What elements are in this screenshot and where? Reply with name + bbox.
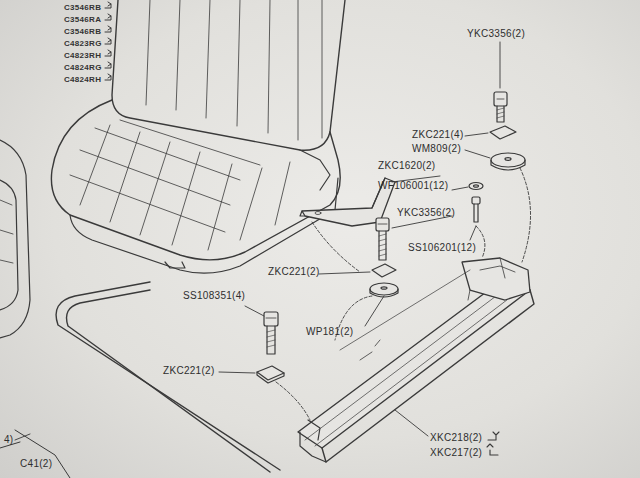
- part-number: XKC217(2): [430, 447, 482, 459]
- part-number: SS106201(12): [408, 242, 476, 254]
- part-number: C41(2): [20, 458, 52, 470]
- part-code: C4823RG: [64, 39, 102, 49]
- part-number: ZKC1620(2): [378, 160, 435, 172]
- part-number: WP181(2): [306, 326, 353, 338]
- part-number: ZKC221(4): [412, 129, 464, 141]
- part-code: C3546RA: [64, 15, 101, 25]
- part-number: SS108351(4): [183, 290, 245, 302]
- part-number: 4): [4, 434, 14, 446]
- part-code: C4824RH: [64, 75, 101, 85]
- part-number: WM809(2): [412, 143, 461, 155]
- part-code: C3546RB: [64, 3, 101, 13]
- part-code: C4824RG: [64, 63, 102, 73]
- part-number: YKC3356(2): [397, 207, 455, 219]
- part-code: C4823RH: [64, 51, 101, 61]
- part-number: ZKC221(2): [268, 266, 320, 278]
- part-number: WF106001(12): [378, 180, 448, 192]
- part-number: ZKC221(2): [163, 365, 215, 377]
- part-code: C3546RB: [64, 27, 101, 37]
- part-number: XKC218(2): [430, 432, 482, 444]
- part-number: YKC3356(2): [467, 28, 525, 40]
